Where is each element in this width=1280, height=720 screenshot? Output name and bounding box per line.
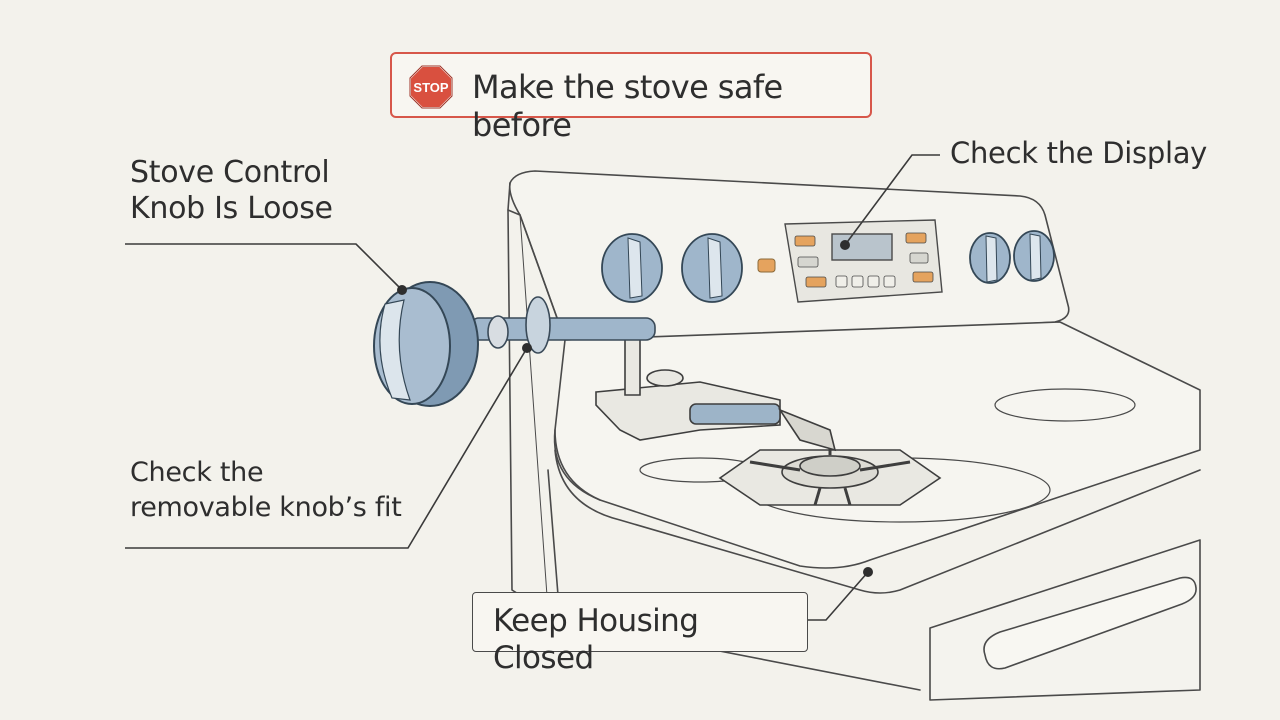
cooktop-front-edge [554, 449, 1201, 594]
cooktop-surface [554, 321, 1201, 569]
label-keep-housing-box: Keep Housing Closed [472, 592, 808, 676]
panel-knobs [601, 230, 1055, 303]
oven-handle [983, 576, 1197, 670]
loose-knob [373, 281, 479, 407]
indicator-light [757, 258, 776, 273]
warning-text: Make the stove safe before [472, 68, 783, 145]
stop-sign-text: STOP [413, 80, 448, 95]
burner-ring-back [994, 388, 1136, 422]
label-knob-loose: Stove Control Knob Is Loose [130, 155, 333, 227]
label-check-fit: Check the removable knob’s fit [130, 455, 402, 525]
leader-lines [125, 154, 940, 621]
label-keep-housing: Keep Housing Closed [493, 603, 699, 677]
label-check-display: Check the Display [950, 136, 1208, 170]
label-knob-loose-line2: Knob Is Loose [130, 191, 333, 226]
label-knob-loose-line1: Stove Control [130, 155, 330, 190]
label-check-fit-line2: removable knob’s fit [130, 492, 402, 524]
stop-sign-icon: STOP [409, 65, 453, 109]
display-panel [784, 219, 943, 303]
warning-banner: STOP Make the stove safe before [390, 52, 872, 144]
label-check-fit-line1: Check the [130, 457, 264, 488]
valve-assembly [595, 317, 837, 452]
